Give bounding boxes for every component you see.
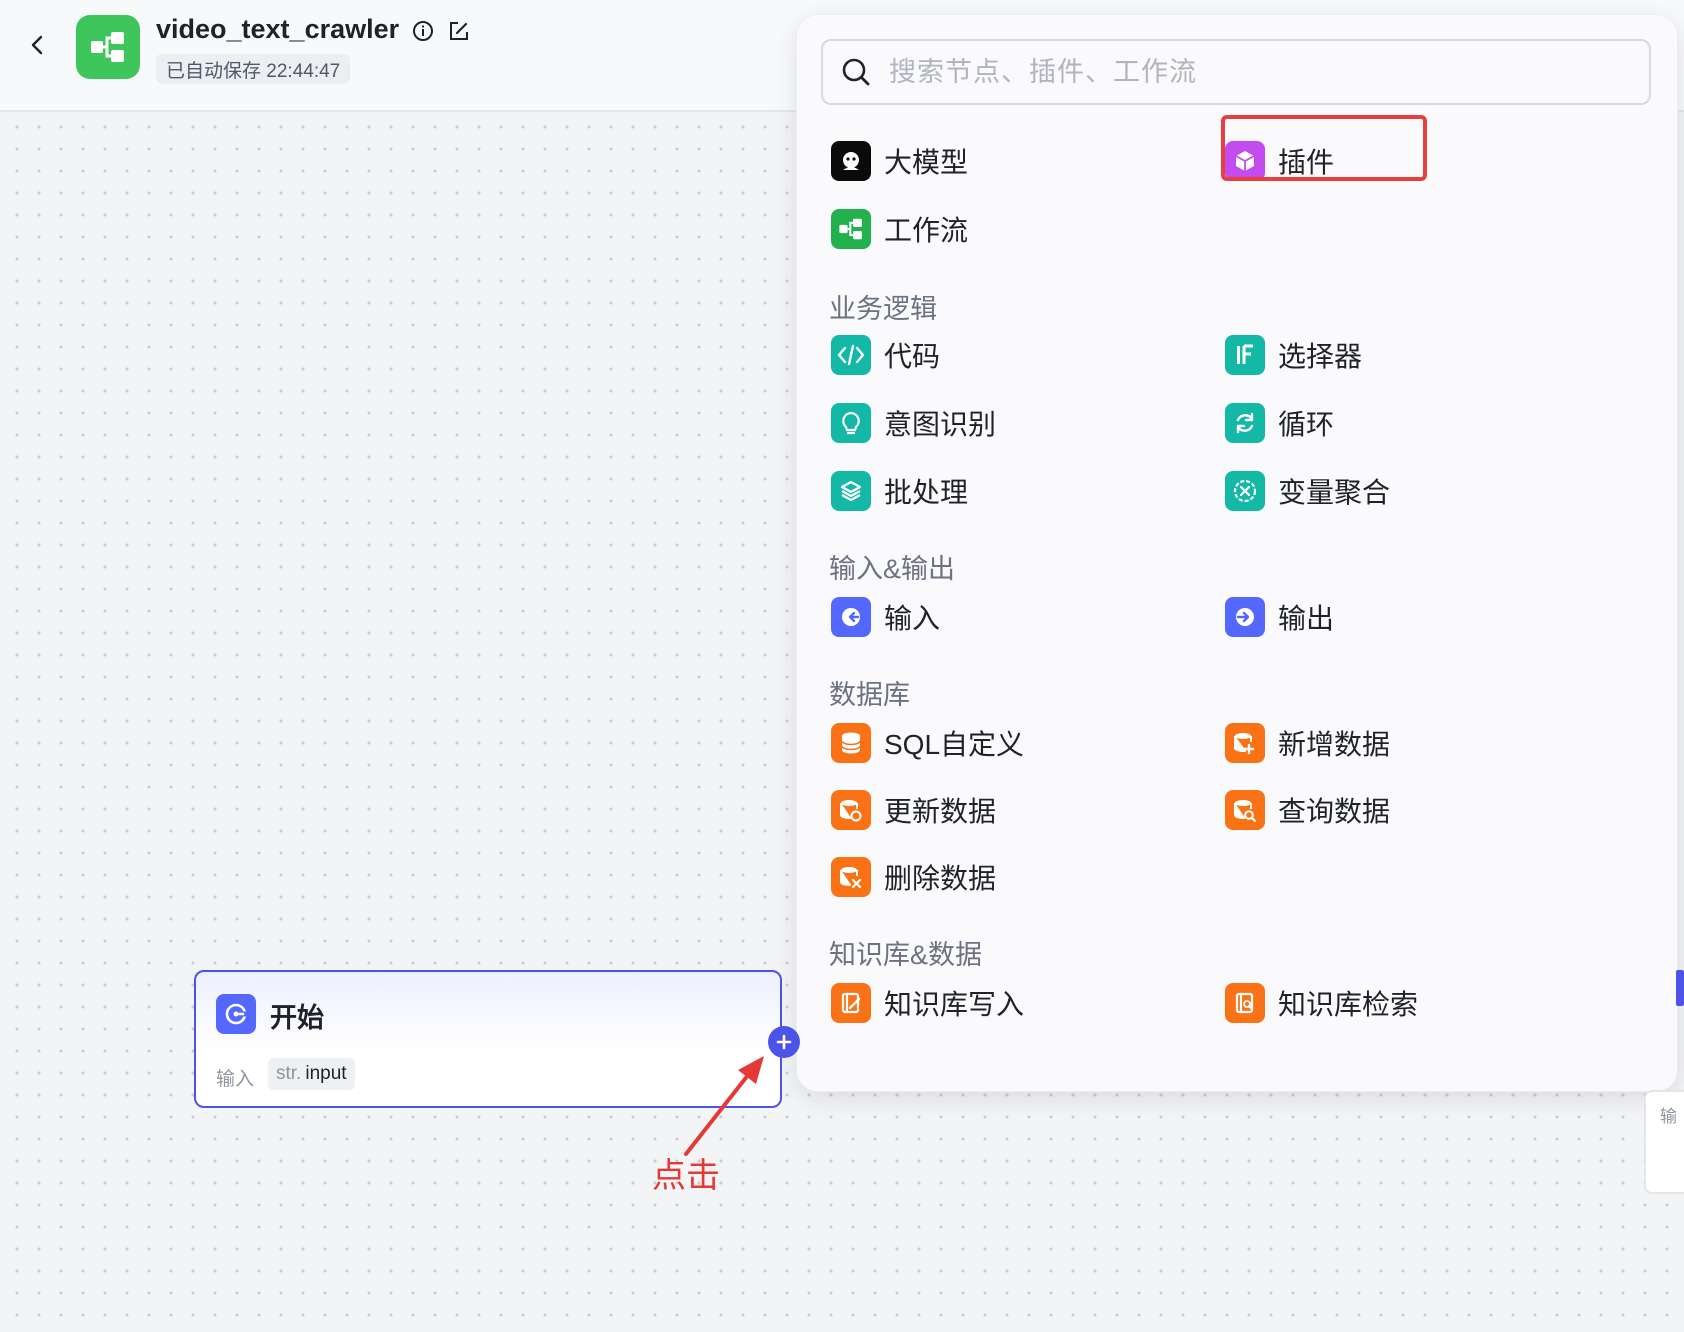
workflow-logo-icon [76, 15, 140, 79]
intent-icon [831, 403, 871, 443]
search-icon [839, 55, 873, 89]
workflow-icon [831, 209, 871, 249]
update-data-icon [831, 790, 871, 830]
back-button[interactable] [22, 30, 52, 60]
node-item-sql[interactable]: SQL自定义 [831, 719, 1024, 767]
kb-search-icon [1225, 983, 1265, 1023]
node-item-add-data[interactable]: 新增数据 [1225, 719, 1390, 767]
node-item-llm[interactable]: 大模型 [831, 137, 968, 185]
search-box[interactable] [821, 39, 1651, 105]
node-item-label: 更新数据 [884, 796, 997, 827]
output-icon [1225, 597, 1265, 637]
kb-write-icon [831, 983, 871, 1023]
node-item-intent[interactable]: 意图识别 [831, 399, 996, 447]
node-item-label: 删除数据 [884, 863, 997, 894]
node-item-output[interactable]: 输出 [1225, 593, 1334, 641]
node-item-label: 输出 [1278, 603, 1335, 634]
chevron-left-icon [31, 35, 43, 55]
node-item-update-data[interactable]: 更新数据 [831, 786, 996, 834]
loop-icon [1225, 403, 1265, 443]
node-item-selector[interactable]: 选择器 [1225, 331, 1362, 379]
add-data-icon [1225, 723, 1265, 763]
node-item-label: 选择器 [1278, 341, 1363, 372]
workflow-title: video_text_crawler [156, 14, 400, 44]
partial-node-label: 输 [1660, 1107, 1677, 1126]
node-item-kb-write[interactable]: 知识库写入 [831, 979, 1024, 1027]
search-input[interactable] [887, 55, 1631, 89]
node-item-variable-merge[interactable]: 变量聚合 [1225, 467, 1390, 515]
node-picker-panel: 大模型 插件 工作流 业务逻辑 代码 选择器 意图识别 [796, 14, 1678, 1092]
start-node[interactable]: 开始 输入 str. input [194, 970, 782, 1108]
node-item-label: 插件 [1278, 147, 1335, 178]
node-item-kb-search[interactable]: 知识库检索 [1225, 979, 1418, 1027]
autosave-status: 已自动保存 22:44:47 [156, 54, 351, 84]
param-name: input [305, 1063, 347, 1084]
node-item-label: 知识库检索 [1278, 989, 1419, 1020]
sql-icon [831, 723, 871, 763]
node-item-label: SQL自定义 [884, 729, 1025, 760]
edit-icon[interactable] [446, 18, 472, 44]
node-item-input[interactable]: 输入 [831, 593, 940, 641]
code-icon [831, 335, 871, 375]
variable-merge-icon [1225, 471, 1265, 511]
node-item-workflow[interactable]: 工作流 [831, 205, 968, 253]
section-title-knowledge: 知识库&数据 [829, 940, 983, 970]
node-item-code[interactable]: 代码 [831, 331, 940, 379]
node-item-batch[interactable]: 批处理 [831, 467, 968, 515]
param-type: str. [276, 1063, 302, 1084]
node-item-label: 新增数据 [1278, 729, 1391, 760]
llm-icon [831, 141, 871, 181]
batch-icon [831, 471, 871, 511]
node-item-delete-data[interactable]: 删除数据 [831, 853, 996, 901]
node-item-label: 查询数据 [1278, 796, 1391, 827]
node-item-label: 代码 [884, 341, 941, 372]
delete-data-icon [831, 857, 871, 897]
section-title-input-output: 输入&输出 [829, 554, 956, 584]
start-node-input-label: 输入 [216, 1069, 255, 1090]
plugin-icon [1225, 141, 1265, 181]
node-item-query-data[interactable]: 查询数据 [1225, 786, 1390, 834]
query-data-icon [1225, 790, 1265, 830]
plus-icon [776, 1034, 792, 1050]
node-item-label: 工作流 [884, 215, 969, 246]
node-item-label: 循环 [1278, 409, 1335, 440]
start-node-icon [216, 994, 256, 1034]
node-item-label: 大模型 [884, 147, 969, 178]
start-node-param-tag: str. input [268, 1058, 355, 1090]
annotation-click-label: 点击 [652, 1157, 720, 1195]
section-title-database: 数据库 [829, 680, 910, 710]
add-node-port-button[interactable] [768, 1026, 800, 1058]
partial-node-edge [1676, 970, 1684, 1006]
node-item-loop[interactable]: 循环 [1225, 399, 1334, 447]
section-title-business-logic: 业务逻辑 [829, 294, 937, 324]
annotation-arrow [684, 1056, 764, 1156]
start-node-title: 开始 [270, 1003, 324, 1033]
input-icon [831, 597, 871, 637]
info-icon[interactable] [410, 18, 436, 44]
node-item-label: 批处理 [884, 477, 969, 508]
partial-node[interactable]: 输 [1644, 1090, 1684, 1194]
node-item-label: 变量聚合 [1278, 477, 1391, 508]
node-item-label: 意图识别 [884, 409, 997, 440]
node-item-plugin[interactable]: 插件 [1225, 137, 1334, 185]
node-item-label: 知识库写入 [884, 989, 1025, 1020]
node-item-label: 输入 [884, 603, 941, 634]
if-selector-icon [1225, 335, 1265, 375]
